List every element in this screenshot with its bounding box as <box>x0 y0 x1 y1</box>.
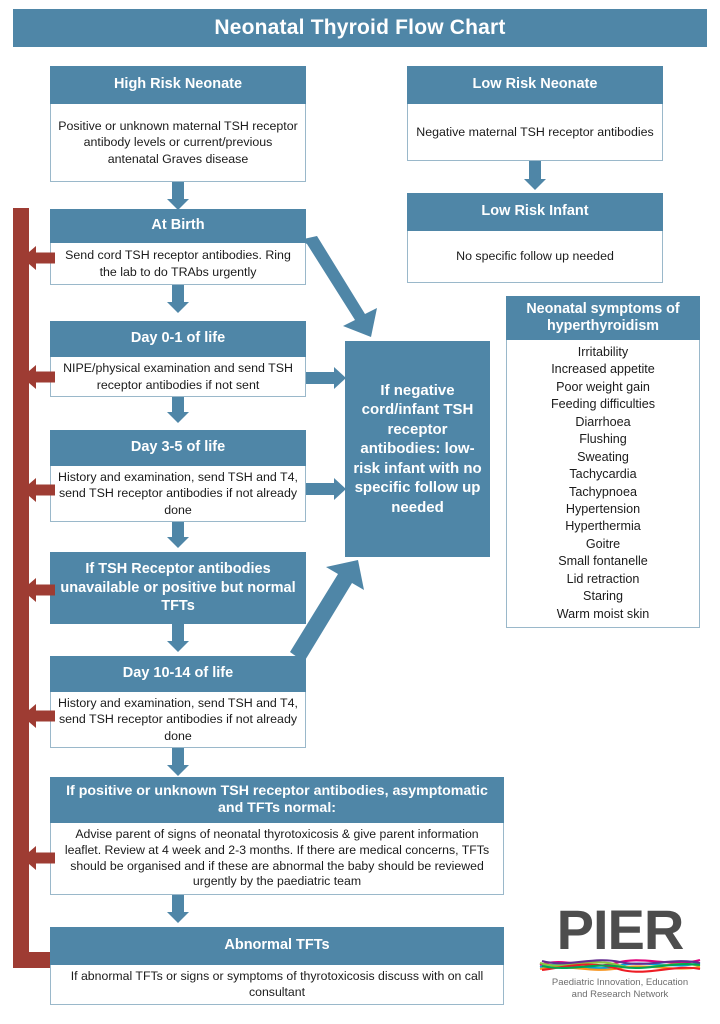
arrow-day-10-14-to-if-negative <box>290 560 364 662</box>
pier-tagline-line2: and Research Network <box>571 988 669 1000</box>
arrow-day-0-1-to-if-negative <box>306 366 346 390</box>
node-day-10-14-header: Day 10-14 of life <box>50 656 306 692</box>
symptom-item: Sweating <box>577 449 629 464</box>
arrow-day-3-5-to-if-negative <box>306 477 346 501</box>
symptom-item: Diarrhoea <box>575 414 631 429</box>
symptom-item: Poor weight gain <box>556 379 650 394</box>
node-day-0-1-body: NIPE/physical examination and send TSH r… <box>50 357 306 397</box>
node-high-risk-neonate-header: High Risk Neonate <box>50 66 306 104</box>
escalate-arrow-day-3-5 <box>22 478 55 502</box>
symptom-item: Lid retraction <box>566 571 640 586</box>
symptom-item: Warm moist skin <box>556 606 650 621</box>
symptom-item: Small fontanelle <box>558 554 648 569</box>
symptom-item: Goitre <box>585 536 621 551</box>
symptom-item: Hyperthermia <box>565 519 641 534</box>
arrow-tsh-unavailable-to-day1014 <box>166 624 190 652</box>
arrow-if-positive-to-abnormal-tfts <box>166 895 190 923</box>
symptom-item: Tachycardia <box>569 467 637 482</box>
node-low-risk-infant-header: Low Risk Infant <box>407 193 663 231</box>
node-if-positive-body: Advise parent of signs of neonatal thyro… <box>50 823 504 895</box>
symptom-item: Increased appetite <box>551 362 655 377</box>
escalation-spine <box>13 208 29 968</box>
pier-logo: PIER Paediatric Innovation, Education an… <box>534 902 706 1010</box>
node-day-3-5-body: History and examination, send TSH and T4… <box>50 466 306 522</box>
node-low-risk-infant-body: No specific follow up needed <box>407 231 663 283</box>
node-if-negative: If negative cord/infant TSH receptor ant… <box>345 341 490 557</box>
node-at-birth-body: Send cord TSH receptor antibodies. Ring … <box>50 243 306 285</box>
pier-wordmark: PIER <box>556 898 685 961</box>
pier-tagline: Paediatric Innovation, Education and Res… <box>534 977 706 1001</box>
node-high-risk-neonate-body: Positive or unknown maternal TSH recepto… <box>50 104 306 182</box>
escalate-arrow-day-0-1 <box>22 365 55 389</box>
arrow-at-birth-to-day01 <box>166 285 190 313</box>
symptom-item: Irritability <box>577 345 629 359</box>
symptom-item: Staring <box>583 589 623 604</box>
node-low-risk-neonate-header: Low Risk Neonate <box>407 66 663 104</box>
arrow-high-risk-to-at-birth <box>166 182 190 210</box>
node-abnormal-tfts-header: Abnormal TFTs <box>50 927 504 965</box>
node-tsh-unavailable: If TSH Receptor antibodies unavailable o… <box>50 552 306 624</box>
node-abnormal-tfts-body: If abnormal TFTs or signs or symptoms of… <box>50 965 504 1005</box>
escalate-arrow-if-positive <box>22 846 55 870</box>
escalate-arrow-at-birth <box>22 246 55 270</box>
node-at-birth-header: At Birth <box>50 209 306 243</box>
symptom-item: Flushing <box>579 432 627 447</box>
pier-wave-graphic-icon <box>539 958 701 973</box>
arrow-at-birth-to-if-negative <box>299 236 377 337</box>
escalate-arrow-tsh-unavailable <box>22 578 55 602</box>
symptom-item: Tachypnoea <box>569 484 637 499</box>
page-title: Neonatal Thyroid Flow Chart <box>13 9 707 47</box>
arrow-day01-to-day35 <box>166 397 190 423</box>
node-day-0-1-header: Day 0-1 of life <box>50 321 306 357</box>
escalate-arrow-day-10-14 <box>22 704 55 728</box>
node-low-risk-neonate-body: Negative maternal TSH receptor antibodie… <box>407 104 663 161</box>
arrow-day35-to-tsh-unavailable <box>166 522 190 548</box>
arrow-low-risk-neonate-to-infant <box>523 161 547 191</box>
node-day-10-14-body: History and examination, send TSH and T4… <box>50 692 306 748</box>
pier-tagline-line1: Paediatric Innovation, Education <box>551 977 689 988</box>
symptom-item: Feeding difficulties <box>550 397 656 412</box>
symptom-item: Hypertension <box>565 501 641 516</box>
node-if-positive-header: If positive or unknown TSH receptor anti… <box>50 777 504 823</box>
symptoms-panel-header: Neonatal symptoms of hyperthyroidism <box>506 296 700 340</box>
arrow-day1014-to-if-positive <box>166 748 190 776</box>
node-day-3-5-header: Day 3-5 of life <box>50 430 306 466</box>
